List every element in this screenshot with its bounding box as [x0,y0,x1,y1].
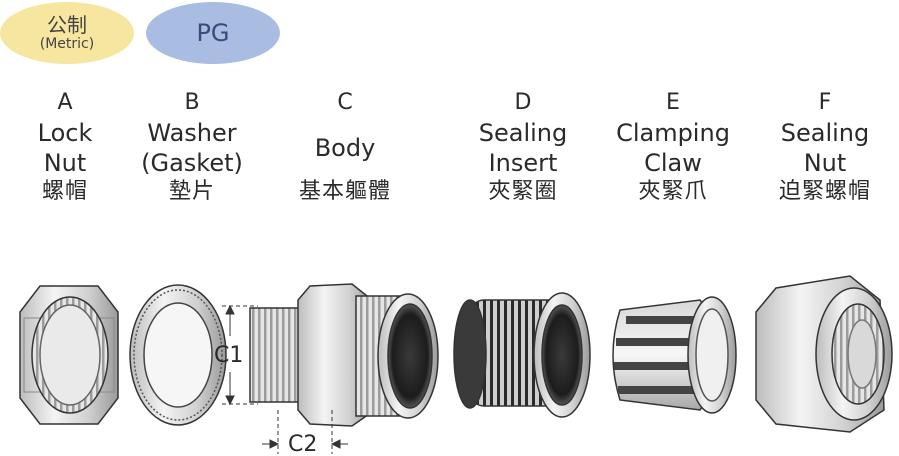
part-name-line: Lock [37,119,93,147]
part-name-line: Body [314,134,376,162]
washer-drawing [129,284,227,426]
part-name-zh: 夾緊爪 [638,179,708,204]
sealing-nut-drawing [755,275,893,433]
part-name-line: Sealing [780,119,870,147]
part-letter: E [666,90,680,115]
dimension-c1-label: C1 [214,343,243,368]
part-label-b: B Washer (Gasket) 墊片 [117,88,267,206]
sealing-insert-drawing [453,292,591,418]
part-label-d: D Sealing Insert 夾緊圈 [448,88,598,206]
part-name-line: (Gasket) [141,149,243,177]
lock-nut-drawing [19,285,119,425]
dimension-c1 [222,304,258,406]
part-letter: A [57,90,73,115]
part-letter: C [337,90,353,115]
pg-standard-button[interactable]: PG [146,2,280,64]
part-label-a: A Lock Nut 螺帽 [0,88,140,206]
part-name-line: Nut [803,149,847,177]
part-letter: D [514,90,532,115]
part-label-f: F Sealing Nut 迫緊螺帽 [750,88,899,206]
part-name-line: Insert [488,149,558,177]
pg-label: PG [196,19,230,47]
part-name-zh: 基本軀體 [298,179,391,204]
part-name-zh: 螺帽 [41,179,88,204]
part-name-line: Clamping [616,119,730,147]
clamping-claw-drawing [612,296,737,414]
metric-standard-button[interactable]: 公制 (Metric) [0,2,134,64]
part-name-line: Claw [644,149,702,177]
body-drawing [249,283,439,427]
part-name-line: Washer [147,119,237,147]
dimension-c2 [262,410,348,454]
part-name-zh: 墊片 [168,179,215,204]
part-letter: F [818,90,832,115]
part-label-e: E Clamping Claw 夾緊爪 [598,88,748,206]
part-label-c: C Body 基本軀體 [270,88,420,206]
part-name-line: Sealing [478,119,568,147]
dimension-c2-label: C2 [288,432,317,456]
metric-label-en: (Metric) [39,36,95,52]
part-name-zh: 夾緊圈 [488,179,558,204]
part-letter: B [184,90,200,115]
metric-label-zh: 公制 [47,13,87,37]
part-name-zh: 迫緊螺帽 [778,179,871,204]
part-name-line: Nut [43,149,87,177]
